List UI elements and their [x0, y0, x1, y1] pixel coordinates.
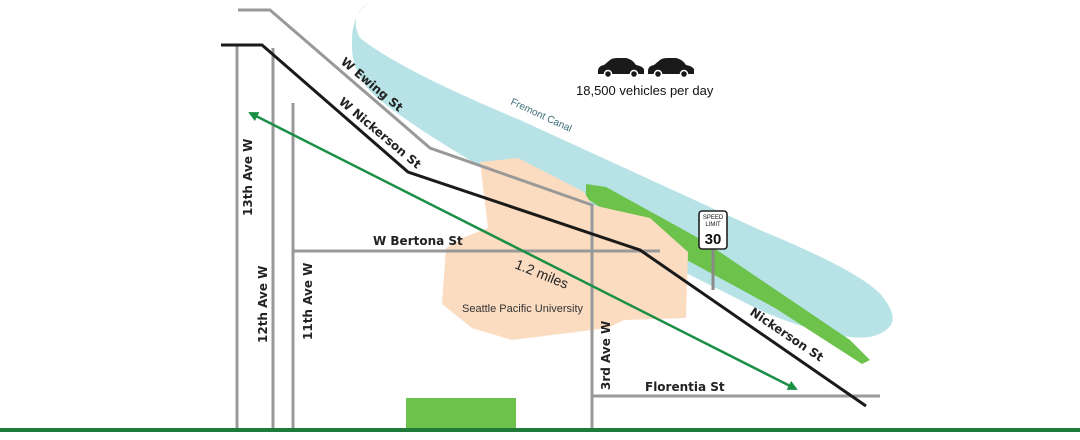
park-area	[406, 398, 516, 431]
11th-ave-w-label: 11th Ave W	[301, 263, 315, 340]
speed-sign-value: 30	[705, 231, 722, 248]
florentia-st-label: Florentia St	[645, 380, 725, 394]
car-icon	[648, 58, 694, 79]
12th-ave-w-label: 12th Ave W	[256, 266, 270, 343]
13th-ave-w-label: 13th Ave W	[241, 139, 255, 216]
car-icon	[598, 58, 644, 79]
distance-arrow-icon	[248, 111, 798, 391]
w-bertona-st-label: W Bertona St	[373, 234, 463, 248]
traffic-volume-label: 18,500 vehicles per day	[576, 83, 714, 98]
speed-sign-line2: LIMIT	[705, 222, 721, 228]
bottom-baseline	[0, 428, 1080, 432]
3rd-ave-w-label: 3rd Ave W	[599, 321, 613, 390]
spu-campus-label: Seattle Pacific University	[462, 303, 584, 315]
speed-sign-line1: SPEED	[703, 215, 724, 221]
